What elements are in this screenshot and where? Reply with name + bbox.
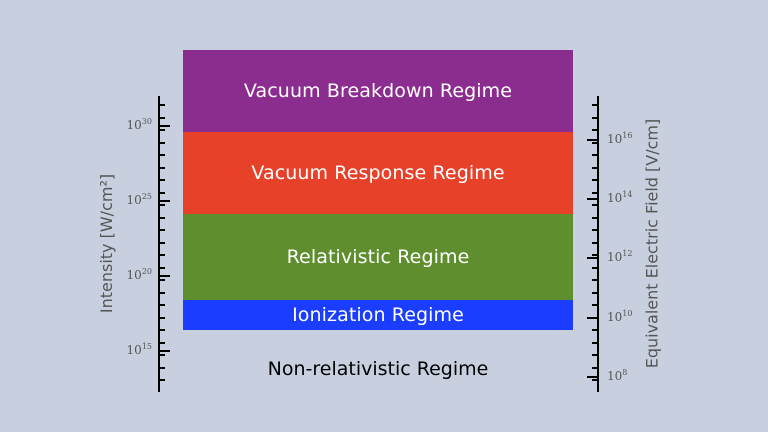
relativistic-label: Relativistic Regime <box>286 246 470 268</box>
minor-tick <box>158 279 165 281</box>
tick-label: 1030 <box>126 117 152 132</box>
vacuum-breakdown-label: Vacuum Breakdown Regime <box>243 80 513 102</box>
minor-tick <box>158 217 165 219</box>
tick-label: 1012 <box>607 249 633 264</box>
major-tick <box>587 139 599 141</box>
ionization-label: Ionization Regime <box>292 304 464 326</box>
major-tick <box>158 275 170 277</box>
minor-tick <box>158 167 165 169</box>
left-axis-title: Intensity [W/cm²] <box>96 173 116 314</box>
major-tick <box>587 317 599 319</box>
minor-tick <box>158 267 165 269</box>
minor-tick <box>158 292 165 294</box>
vacuum-response-band: Vacuum Response Regime <box>183 132 573 214</box>
minor-tick <box>592 354 599 356</box>
left-axis-line <box>158 96 160 392</box>
minor-tick <box>592 279 599 281</box>
minor-tick <box>592 242 599 244</box>
minor-tick <box>158 317 165 319</box>
minor-tick <box>592 304 599 306</box>
tick-label: 1015 <box>126 342 152 357</box>
minor-tick <box>158 129 165 131</box>
minor-tick <box>158 154 165 156</box>
minor-tick <box>592 142 599 144</box>
minor-tick <box>158 254 165 256</box>
minor-tick <box>158 142 165 144</box>
major-tick <box>158 200 170 202</box>
minor-tick <box>158 354 165 356</box>
minor-tick <box>592 204 599 206</box>
minor-tick <box>592 167 599 169</box>
minor-tick <box>592 229 599 231</box>
minor-tick <box>158 342 165 344</box>
minor-tick <box>158 304 165 306</box>
tick-label: 1014 <box>607 190 633 205</box>
minor-tick <box>158 179 165 181</box>
minor-tick <box>592 192 599 194</box>
minor-tick <box>592 329 599 331</box>
minor-tick <box>592 129 599 131</box>
relativistic-band: Relativistic Regime <box>183 214 573 300</box>
major-tick <box>587 198 599 200</box>
minor-tick <box>158 229 165 231</box>
non-relativistic-label: Non-relativistic Regime <box>267 358 489 380</box>
minor-tick <box>592 154 599 156</box>
minor-tick <box>592 117 599 119</box>
minor-tick <box>158 117 165 119</box>
major-tick <box>158 125 170 127</box>
minor-tick <box>158 329 165 331</box>
minor-tick <box>592 217 599 219</box>
tick-label: 108 <box>607 368 628 383</box>
minor-tick <box>592 292 599 294</box>
minor-tick <box>592 104 599 106</box>
tick-label: 1025 <box>126 192 152 207</box>
major-tick <box>587 257 599 259</box>
right-axis-title: Equivalent Electric Field [V/cm] <box>642 118 662 369</box>
minor-tick <box>592 267 599 269</box>
minor-tick <box>158 367 165 369</box>
minor-tick <box>158 242 165 244</box>
tick-label: 1020 <box>126 267 152 282</box>
minor-tick <box>592 342 599 344</box>
tick-label: 1016 <box>607 131 633 146</box>
minor-tick <box>158 379 165 381</box>
vacuum-response-label: Vacuum Response Regime <box>251 162 505 184</box>
minor-tick <box>592 179 599 181</box>
right-axis-line <box>597 96 599 392</box>
minor-tick <box>592 379 599 381</box>
tick-label: 1010 <box>607 309 633 324</box>
minor-tick <box>592 367 599 369</box>
ionization-band: Ionization Regime <box>183 300 573 330</box>
major-tick <box>158 350 170 352</box>
vacuum-breakdown-band: Vacuum Breakdown Regime <box>183 50 573 132</box>
minor-tick <box>158 104 165 106</box>
minor-tick <box>158 204 165 206</box>
minor-tick <box>592 254 599 256</box>
major-tick <box>587 376 599 378</box>
minor-tick <box>158 192 165 194</box>
